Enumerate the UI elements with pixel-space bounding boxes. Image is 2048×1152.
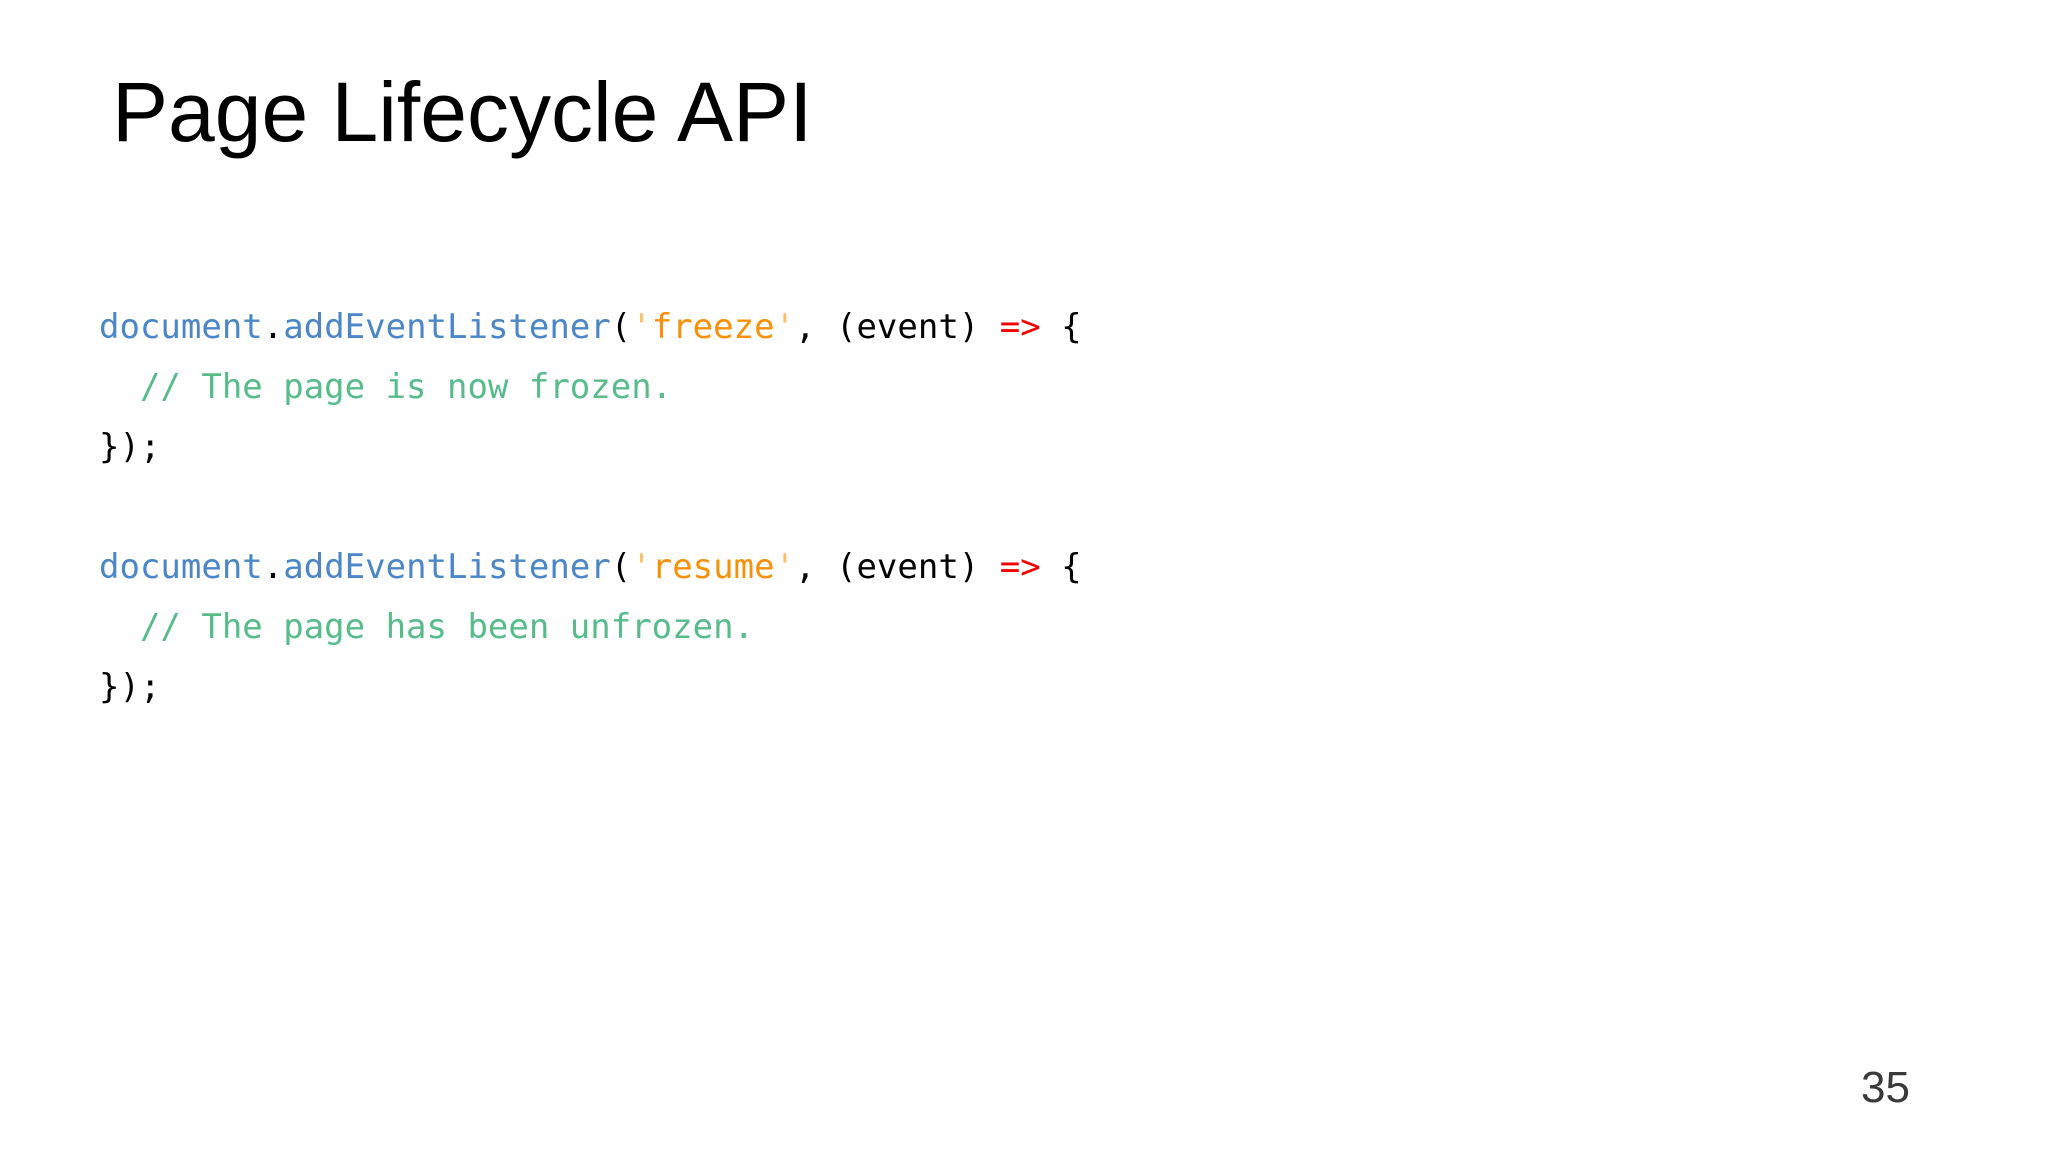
code-token-plain: ( xyxy=(610,307,632,347)
code-token-comment: // The page has been unfrozen. xyxy=(99,607,755,647)
code-token-plain: , (event) xyxy=(795,547,1000,587)
code-token-comment: // The page is now frozen. xyxy=(99,367,673,407)
code-token-plain: . xyxy=(262,307,284,347)
code-line: document.addEventListener('resume', (eve… xyxy=(99,537,1082,597)
code-line: document.addEventListener('freeze', (eve… xyxy=(99,297,1082,357)
code-token-string: resume xyxy=(651,547,775,587)
code-token-ident: document xyxy=(99,307,263,347)
slide-title: Page Lifecycle API xyxy=(112,65,813,159)
code-token-plain: { xyxy=(1040,307,1082,347)
code-line: }); xyxy=(99,657,1082,717)
code-snippet: document.addEventListener('resume', (eve… xyxy=(99,537,1082,717)
code-token-arrow: => xyxy=(999,547,1041,587)
code-line: // The page is now frozen. xyxy=(99,357,1082,417)
code-snippet: document.addEventListener('freeze', (eve… xyxy=(99,297,1082,477)
code-token-ident: document xyxy=(99,547,263,587)
code-token-ident: addEventListener xyxy=(283,307,611,347)
code-token-string: freeze xyxy=(651,307,775,347)
code-token-plain: ( xyxy=(610,547,632,587)
code-token-plain: . xyxy=(262,547,284,587)
code-token-arrow: => xyxy=(999,307,1041,347)
code-token-plain: , (event) xyxy=(795,307,1000,347)
code-token-quote: ' xyxy=(631,547,652,587)
code-token-plain: }); xyxy=(99,667,161,707)
code-token-quote: ' xyxy=(774,307,796,347)
code-token-plain: }); xyxy=(99,427,161,467)
code-line: // The page has been unfrozen. xyxy=(99,597,1082,657)
page-number: 35 xyxy=(1861,1063,1910,1112)
code-block: document.addEventListener('freeze', (eve… xyxy=(99,297,1082,777)
code-token-quote: ' xyxy=(631,307,652,347)
code-token-quote: ' xyxy=(774,547,796,587)
code-line: }); xyxy=(99,417,1082,477)
code-token-ident: addEventListener xyxy=(283,547,611,587)
code-token-plain: { xyxy=(1040,547,1082,587)
